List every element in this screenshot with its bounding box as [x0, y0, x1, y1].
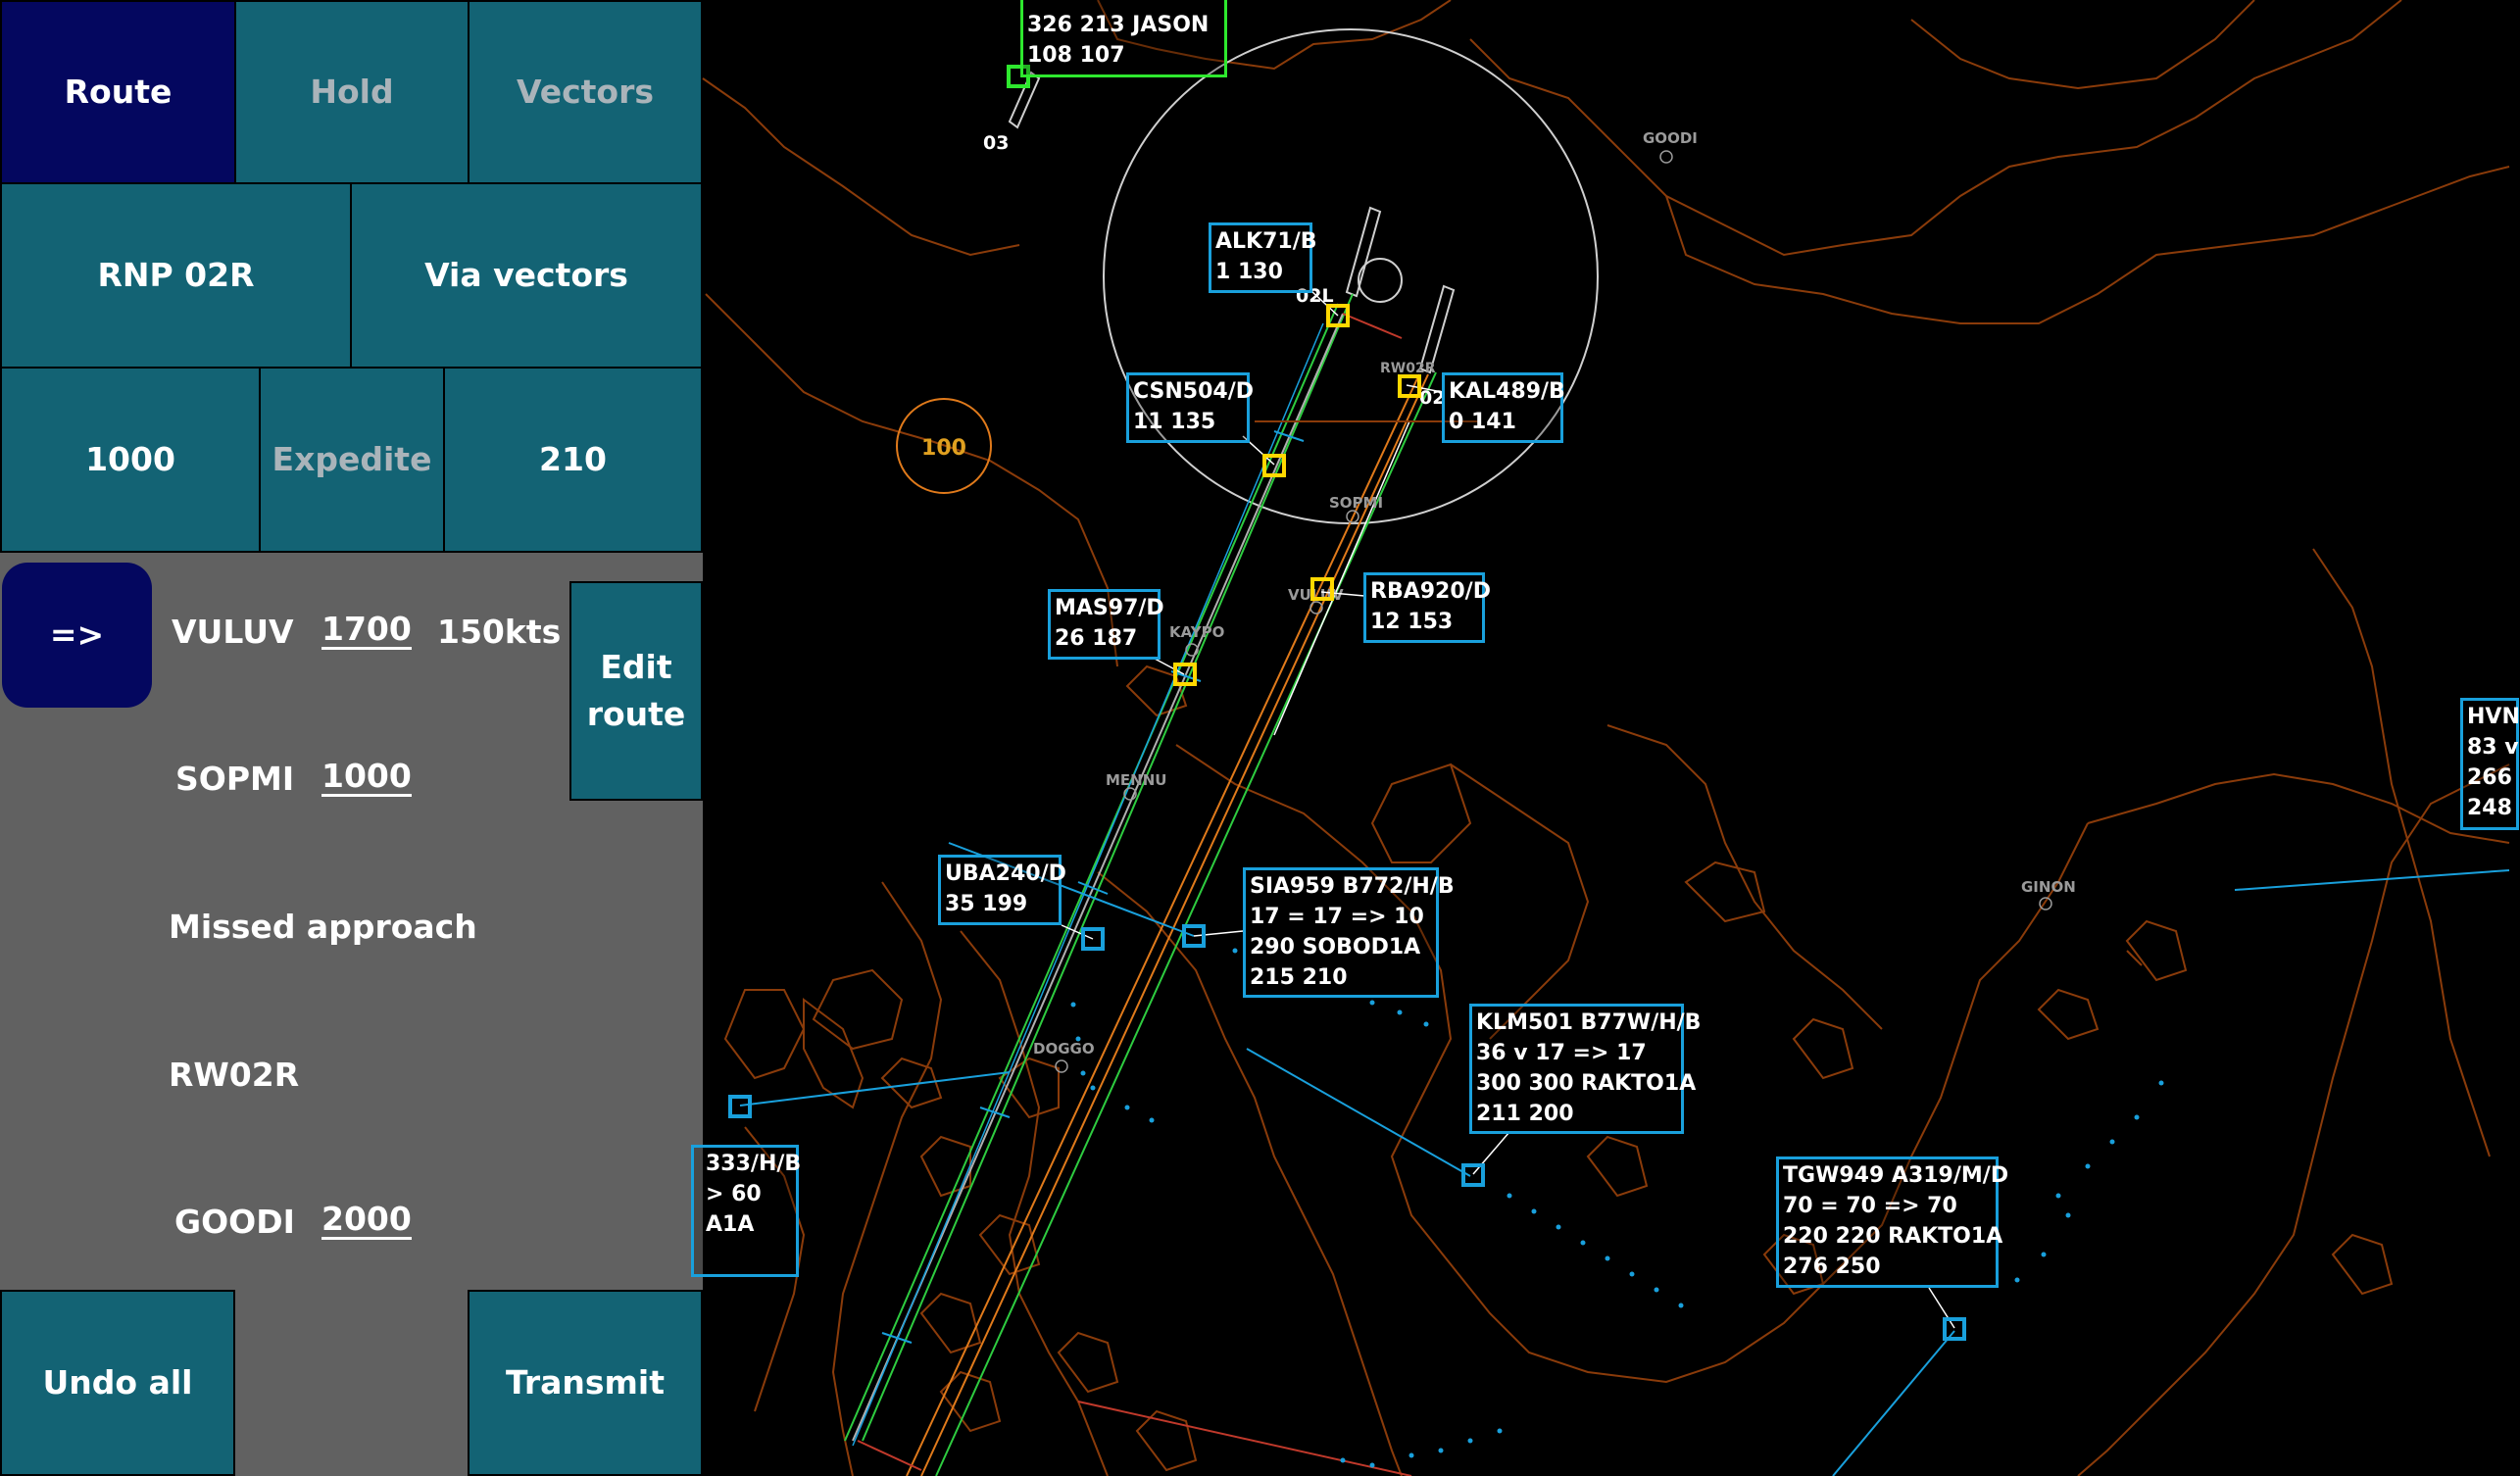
waypoint-speed[interactable]: 150kts [437, 613, 562, 651]
aircraft-label[interactable]: 326 213 JASON 108 107 [1020, 0, 1227, 77]
runways [1008, 71, 1456, 374]
direct-to-button[interactable]: => [2, 563, 152, 708]
fix-ginon: GINON [2021, 878, 2076, 896]
speed-button[interactable]: 210 [443, 367, 703, 553]
navigation-fixes [1055, 150, 2052, 1073]
aircraft-label[interactable]: ALK71/B 1 130 [1209, 222, 1317, 293]
expedite-button[interactable]: Expedite [259, 367, 445, 553]
target-mas97 [1173, 663, 1197, 686]
aircraft-label[interactable]: KLM501 B77W/H/B 36 v 17 => 17 300 300 RA… [1469, 1004, 1701, 1134]
undo-all-button[interactable]: Undo all [0, 1290, 235, 1476]
target-rba920 [1310, 577, 1334, 601]
waypoint-name[interactable]: RW02R [169, 1056, 300, 1094]
track-lines [739, 842, 2510, 1476]
fix-mennu: MENNU [1106, 771, 1166, 789]
aircraft-label[interactable]: RBA920/D 12 153 [1363, 572, 1491, 643]
waypoint-name[interactable]: SOPMI [175, 760, 295, 798]
waypoint-name[interactable]: GOODI [174, 1203, 295, 1241]
history-dots [1070, 948, 2164, 1468]
target-csn504 [1262, 454, 1286, 477]
tab-vectors[interactable]: Vectors [468, 0, 703, 184]
runway-label-02: 02 [1419, 387, 1445, 409]
runway-label-03: 03 [983, 132, 1009, 154]
target-tgw949 [1943, 1317, 1966, 1341]
radar-scope[interactable]: 100 03 02L 02 RW02R GOODI SOPMI VULUV KA… [702, 0, 2510, 1476]
target-left [728, 1095, 752, 1118]
waypoint-altitude[interactable]: 1000 [321, 757, 412, 797]
aircraft-label[interactable]: CSN504/D 11 135 [1126, 372, 1254, 443]
aircraft-label[interactable]: TGW949 A319/M/D 70 = 70 => 70 220 220 RA… [1776, 1156, 2008, 1288]
via-vectors-button[interactable]: Via vectors [350, 182, 703, 369]
waypoint-altitude[interactable]: 2000 [321, 1200, 412, 1240]
aircraft-label[interactable]: UBA240/D 35 199 [938, 855, 1066, 925]
fix-sopmi: SOPMI [1329, 494, 1383, 512]
altitude-button[interactable]: 1000 [0, 367, 261, 553]
edit-route-button[interactable]: Edit route [569, 581, 703, 801]
coastline-contours [702, 0, 2510, 1476]
missed-approach-item[interactable]: Missed approach [169, 908, 477, 946]
fix-doggo: DOGGO [1033, 1040, 1095, 1058]
aircraft-label[interactable]: 333/H/B > 60 A1A [691, 1145, 801, 1277]
rnp-approach-button[interactable]: RNP 02R [0, 182, 352, 369]
target-kal489 [1398, 374, 1421, 398]
runway-labels: 03 02L 02 RW02R [983, 132, 1445, 409]
target-uba240 [1081, 927, 1105, 951]
tab-hold[interactable]: Hold [234, 0, 469, 184]
aircraft-targets[interactable] [728, 65, 1966, 1341]
restricted-area-circle [896, 398, 992, 494]
aircraft-label[interactable]: KAL489/B 0 141 [1442, 372, 1565, 443]
aircraft-label[interactable]: MAS97/D 26 187 [1048, 589, 1164, 660]
transmit-button[interactable]: Transmit [468, 1290, 703, 1476]
fix-goodi: GOODI [1643, 129, 1698, 147]
target-klm501 [1461, 1163, 1485, 1187]
aircraft-label[interactable]: HVN 83 v 266 248 [2460, 698, 2520, 830]
target-sia959 [1182, 924, 1206, 948]
target-alk71 [1326, 304, 1350, 327]
waypoint-altitude[interactable]: 1700 [321, 610, 412, 650]
aircraft-label[interactable]: SIA959 B772/H/B 17 = 17 => 10 290 SOBOD1… [1243, 867, 1455, 998]
restricted-area-label: 100 [921, 436, 966, 461]
tab-route[interactable]: Route [0, 0, 236, 184]
fix-vuluv: VULUV [1288, 586, 1344, 604]
fix-kaypo: KAYPO [1169, 623, 1224, 641]
runway-label-rw02r: RW02R [1380, 361, 1436, 376]
clearance-panel: Route Hold Vectors RNP 02R Via vectors 1… [0, 0, 703, 1476]
waypoint-name[interactable]: VULUV [172, 613, 294, 651]
